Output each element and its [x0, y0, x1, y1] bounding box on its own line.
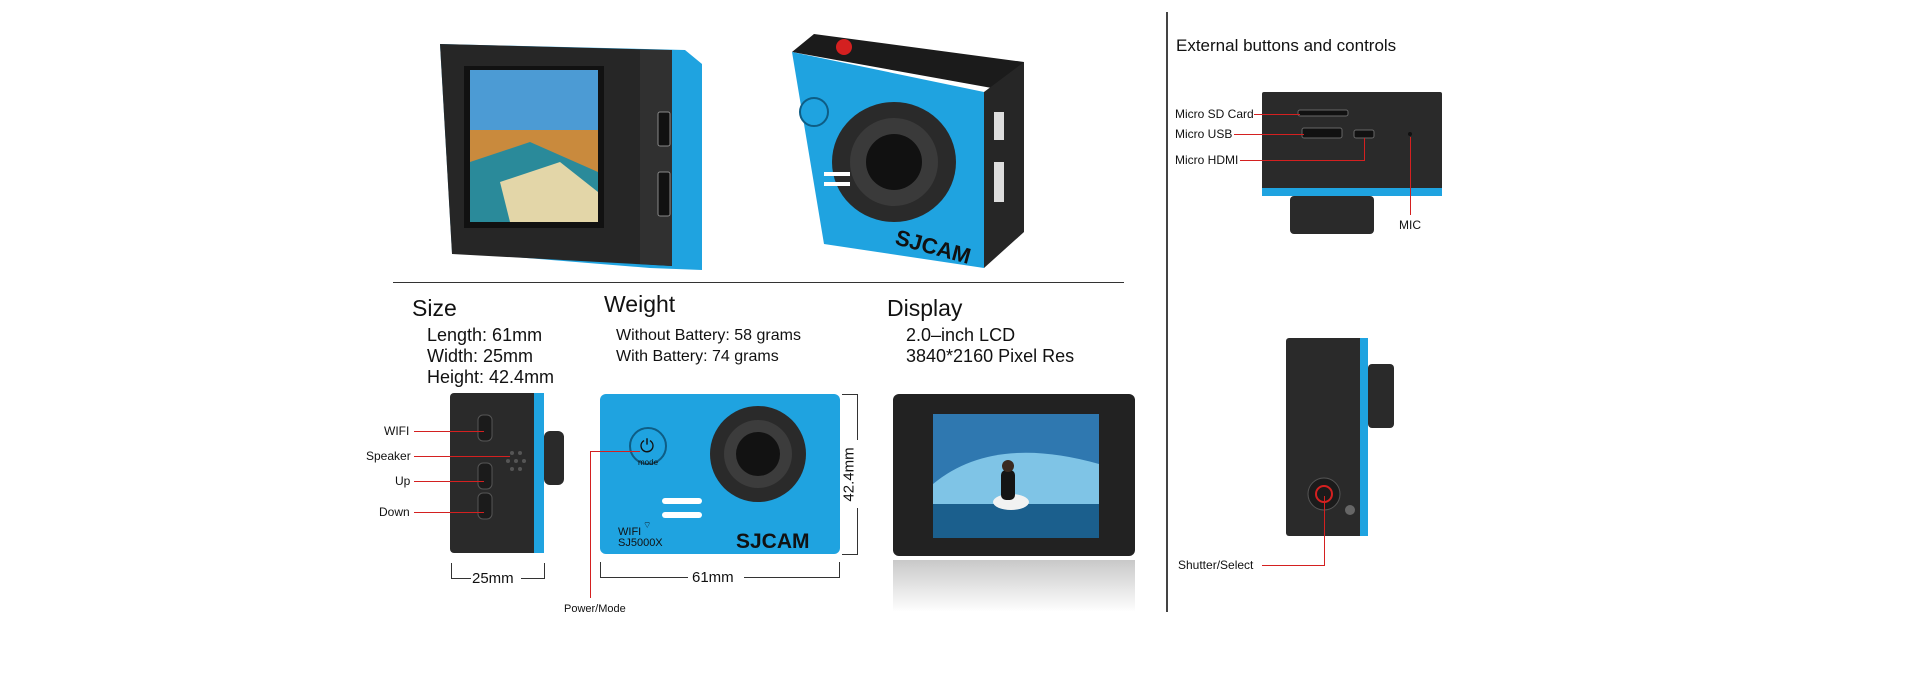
dim-line-25-right: [521, 578, 545, 579]
dim-line-42-top: [857, 394, 858, 440]
display-lcd: 2.0–inch LCD: [906, 325, 1016, 345]
display-res: 3840*2160 Pixel Res: [906, 346, 1075, 366]
brand-logo: SJCAM: [736, 530, 810, 553]
controls-heading: External buttons and controls: [1176, 36, 1397, 55]
callout-line-wifi: [414, 431, 484, 432]
dim-line-61-left: [600, 577, 688, 578]
camera-shutter-side-view: [1286, 338, 1394, 536]
callout-line-up: [414, 481, 484, 482]
dim-tick-right-25: [544, 563, 545, 579]
callout-up: Up: [395, 474, 411, 488]
callout-line-down: [414, 512, 484, 513]
callout-line-mic: [1410, 137, 1411, 215]
weight-with: With Battery: 74 grams: [616, 348, 779, 365]
dim-width-label: 25mm: [472, 570, 514, 587]
dim-height-label: 42.4mm: [840, 447, 858, 502]
callout-line-power-h: [590, 451, 640, 452]
callout-line-speaker: [414, 456, 510, 457]
power-icon[interactable]: ⏻: [639, 436, 655, 456]
callout-line-hdmi-h: [1240, 160, 1364, 161]
callout-micro-sd: Micro SD Card: [1175, 107, 1254, 121]
callout-line-sd: [1254, 114, 1300, 115]
callout-down: Down: [379, 505, 410, 519]
dim-line-42-bottom: [857, 508, 858, 555]
callout-wifi: WIFI: [384, 424, 410, 438]
callout-line-hdmi-v: [1364, 138, 1365, 161]
callout-line-power-v: [590, 451, 591, 598]
section-divider: [393, 282, 1124, 283]
callout-line-usb: [1234, 134, 1304, 135]
callout-speaker: Speaker: [366, 449, 411, 463]
size-heading: Size: [412, 295, 457, 321]
dim-length-label: 61mm: [692, 569, 734, 586]
camera-display-view: [893, 394, 1135, 612]
model-wifi-text: WIFI: [618, 526, 642, 538]
camera-top-view: [1262, 92, 1442, 234]
callout-power-mode: Power/Mode: [564, 603, 626, 615]
weight-without: Without Battery: 58 grams: [616, 327, 801, 344]
weight-heading: Weight: [604, 291, 676, 317]
display-heading: Display: [887, 295, 963, 321]
dim-tick-left-61: [600, 562, 601, 578]
camera-side-view: [450, 393, 564, 553]
callout-shutter-select: Shutter/Select: [1178, 558, 1254, 572]
callout-micro-usb: Micro USB: [1175, 127, 1233, 141]
size-length: Length: 61mm: [427, 325, 543, 345]
wifi-icon: ⌔: [643, 520, 652, 530]
mode-label: mode: [638, 458, 659, 467]
size-height: Height: 42.4mm: [427, 367, 555, 387]
dim-tick-top-42: [842, 394, 858, 395]
dim-tick-left-25: [451, 563, 452, 579]
dim-line-61-right: [744, 577, 840, 578]
dim-tick-bottom-42: [842, 554, 858, 555]
callout-mic: MIC: [1399, 218, 1421, 232]
dim-line-25-left: [451, 578, 471, 579]
callout-micro-hdmi: Micro HDMI: [1175, 153, 1239, 167]
model-name-text: SJ5000X: [618, 537, 663, 549]
camera-back-view: [440, 44, 702, 270]
size-width: Width: 25mm: [427, 346, 534, 366]
dim-tick-right-61: [839, 562, 840, 578]
camera-front-view: SJCAM: [792, 34, 1024, 269]
callout-line-shutter-h: [1262, 565, 1325, 566]
vertical-divider: [1166, 12, 1168, 612]
camera-front-flat: [600, 394, 840, 554]
callout-line-shutter-v: [1324, 496, 1325, 566]
